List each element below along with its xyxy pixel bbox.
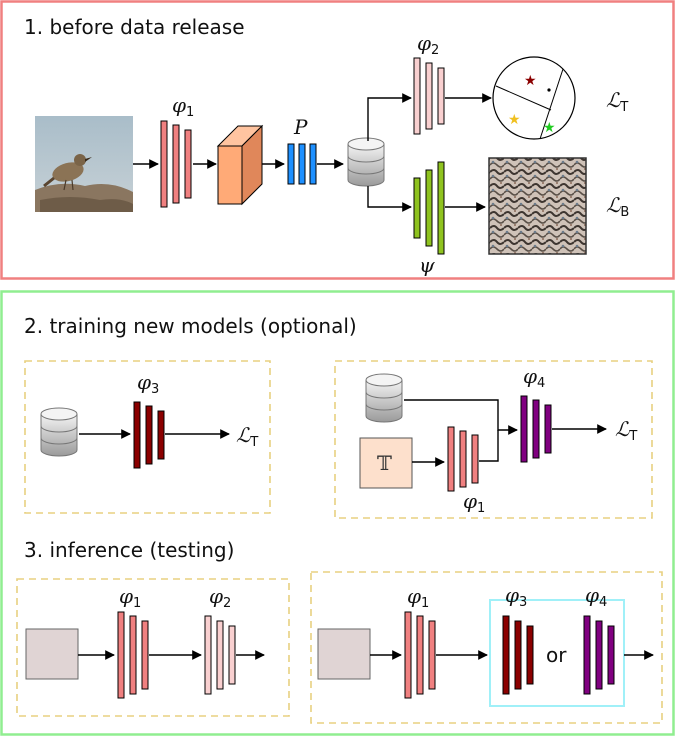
svg-text:★: ★ bbox=[524, 73, 537, 89]
privatizer-P bbox=[287, 143, 317, 185]
phi1-encoder bbox=[160, 120, 192, 208]
label-phi3-infer: φ3 bbox=[505, 583, 527, 610]
bird-input-image bbox=[35, 116, 133, 212]
psi-decoder bbox=[413, 161, 445, 255]
training-box-phi3 bbox=[24, 360, 271, 514]
phi1-encoder-infer-left bbox=[117, 611, 149, 699]
phi2-head-infer bbox=[204, 615, 236, 695]
inference-input-left bbox=[25, 628, 79, 680]
reconstruction-image bbox=[488, 157, 587, 255]
inference-box-phi3-or-phi4 bbox=[310, 571, 663, 724]
svg-text:★: ★ bbox=[508, 112, 521, 128]
loss-LB: ℒB bbox=[606, 193, 629, 220]
arrow-db-to-psi bbox=[367, 186, 412, 212]
label-phi2-infer: φ2 bbox=[209, 584, 231, 611]
label-phi1-train: φ1 bbox=[463, 489, 485, 516]
section-title-inference: 3. inference (testing) bbox=[24, 538, 234, 562]
loss-LT-top: ℒT bbox=[606, 88, 628, 115]
label-phi1-top: φ1 bbox=[172, 93, 194, 120]
classifier-output: ★ ★ ★ bbox=[492, 56, 576, 140]
T-dataset-label: 𝕋 bbox=[377, 451, 392, 475]
svg-text:★: ★ bbox=[543, 120, 556, 136]
section-training-and-inference bbox=[0, 290, 675, 736]
label-phi2-top: φ2 bbox=[417, 31, 439, 58]
arrow-db-to-phi4 bbox=[404, 399, 518, 435]
phi3-model-infer bbox=[502, 615, 534, 695]
inference-box-phi2 bbox=[16, 578, 290, 717]
or-label: or bbox=[546, 643, 567, 667]
database-icon-phi3 bbox=[40, 407, 78, 457]
section-title-training: 2. training new models (optional) bbox=[24, 314, 357, 338]
label-psi: ψ bbox=[419, 253, 435, 277]
T-dataset-box bbox=[359, 437, 413, 489]
phi3-model bbox=[133, 401, 165, 469]
label-phi1-infer-right: φ1 bbox=[407, 584, 429, 611]
phi4-model-infer bbox=[583, 615, 615, 695]
phi2-task-head bbox=[413, 57, 445, 135]
model-choice-highlight bbox=[489, 599, 625, 707]
phi4-model bbox=[520, 395, 552, 463]
arrow-phi1-to-phi4 bbox=[479, 430, 499, 462]
arrow-db-to-phi2 bbox=[367, 93, 412, 141]
phi1-encoder-train bbox=[447, 426, 479, 492]
label-phi4-infer: φ4 bbox=[585, 583, 607, 610]
label-phi1-infer-left: φ1 bbox=[119, 584, 141, 611]
training-box-phi4 bbox=[334, 360, 653, 519]
feature-cube bbox=[216, 124, 264, 206]
section-title-before-release: 1. before data release bbox=[24, 15, 245, 39]
label-phi4-train: φ4 bbox=[523, 364, 545, 391]
released-database-icon bbox=[347, 137, 385, 187]
loss-LT-phi3: ℒT bbox=[236, 423, 258, 450]
loss-LT-phi4: ℒT bbox=[615, 417, 637, 444]
label-P: P bbox=[293, 115, 308, 139]
inference-input-right bbox=[317, 628, 371, 680]
section-before-release bbox=[0, 0, 675, 280]
label-phi3-train: φ3 bbox=[137, 370, 159, 397]
phi1-encoder-infer-right bbox=[404, 611, 436, 699]
database-icon-phi4 bbox=[365, 373, 403, 423]
